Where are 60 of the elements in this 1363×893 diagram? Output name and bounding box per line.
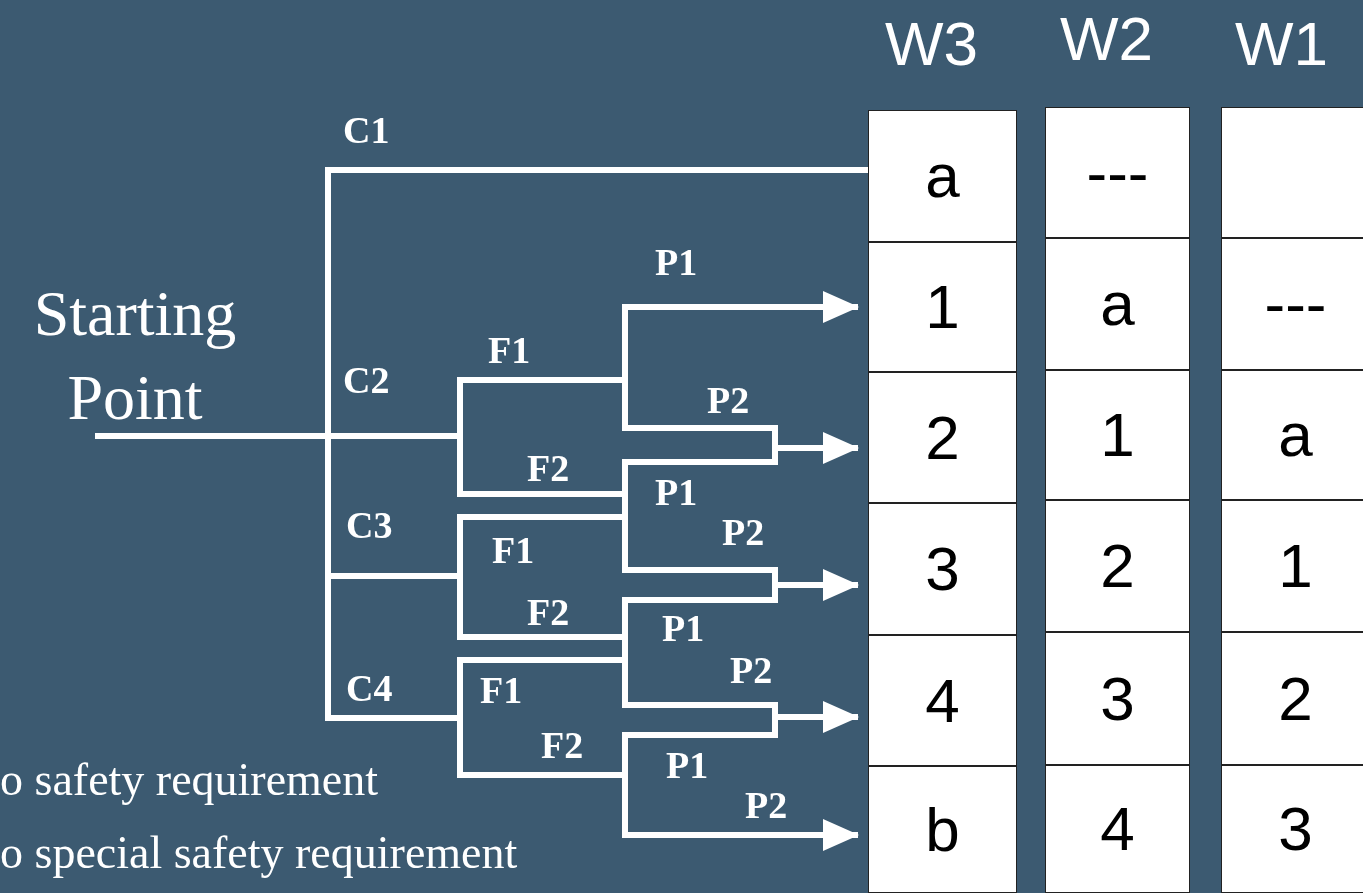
branch-label: F2 <box>541 725 584 765</box>
table-cell <box>1221 370 1363 500</box>
branch-arrow <box>95 433 859 851</box>
table-cell <box>1221 107 1363 238</box>
table-cell <box>1221 765 1363 893</box>
column-header: W1 <box>1235 10 1328 79</box>
branch-label: P2 <box>707 380 750 420</box>
table-cell <box>1221 632 1363 765</box>
cell-value: a <box>925 143 960 209</box>
note-text: o special safety requirement <box>0 828 518 879</box>
table-cell <box>1045 370 1190 500</box>
branch-label: F2 <box>527 448 570 488</box>
table-cell <box>1221 500 1363 632</box>
cell-value: --- <box>1264 271 1327 337</box>
branch-label: P1 <box>666 745 709 785</box>
table-cell <box>1045 107 1190 238</box>
branch-label: P1 <box>655 472 698 512</box>
table-cell <box>1045 765 1190 893</box>
cell-value: 1 <box>925 274 960 340</box>
cell-value: b <box>925 796 960 863</box>
cell-value: 2 <box>1278 665 1313 732</box>
branch-label: P2 <box>730 650 773 690</box>
table-cell <box>1045 238 1190 370</box>
table-cell <box>1221 238 1363 370</box>
branch-label: P1 <box>655 242 698 282</box>
table-cell <box>868 766 1017 893</box>
branch-label: P2 <box>745 785 788 825</box>
start-label: Starting Point <box>10 272 260 442</box>
branch-label: C3 <box>346 505 393 545</box>
branch-label: F2 <box>527 592 570 632</box>
cell-value: 1 <box>1278 533 1313 599</box>
cell-value: --- <box>1086 139 1149 206</box>
cell-value: 3 <box>925 536 960 602</box>
column-header: W2 <box>1060 5 1153 74</box>
table-cell <box>868 110 1017 242</box>
table-cell <box>868 635 1017 766</box>
table-cell <box>868 242 1017 372</box>
branch-label: F1 <box>480 670 523 710</box>
table-cell <box>1045 632 1190 765</box>
cell-value: 2 <box>1100 533 1135 599</box>
cell-value: 3 <box>1100 665 1135 732</box>
cell-value: 4 <box>925 667 960 734</box>
cell-value: 3 <box>1278 796 1313 862</box>
note-text: o safety requirement <box>0 755 379 806</box>
table-cell <box>868 503 1017 635</box>
cell-value: a <box>1278 402 1313 468</box>
cell-value: 4 <box>1100 796 1135 862</box>
branch-label: P2 <box>722 512 765 552</box>
branch-label: C1 <box>343 110 390 150</box>
cell-value: a <box>1100 271 1135 337</box>
branch-label: C2 <box>343 360 390 400</box>
branch-label: F1 <box>488 330 531 370</box>
table-cell <box>1045 500 1190 632</box>
cell-value: 1 <box>1100 402 1135 468</box>
table-cell <box>868 372 1017 503</box>
cell-value: 2 <box>925 404 960 471</box>
column-header: W3 <box>885 10 978 79</box>
branch-label: C4 <box>346 668 393 708</box>
branch-label: P1 <box>662 608 705 648</box>
branch-label: F1 <box>492 530 535 570</box>
